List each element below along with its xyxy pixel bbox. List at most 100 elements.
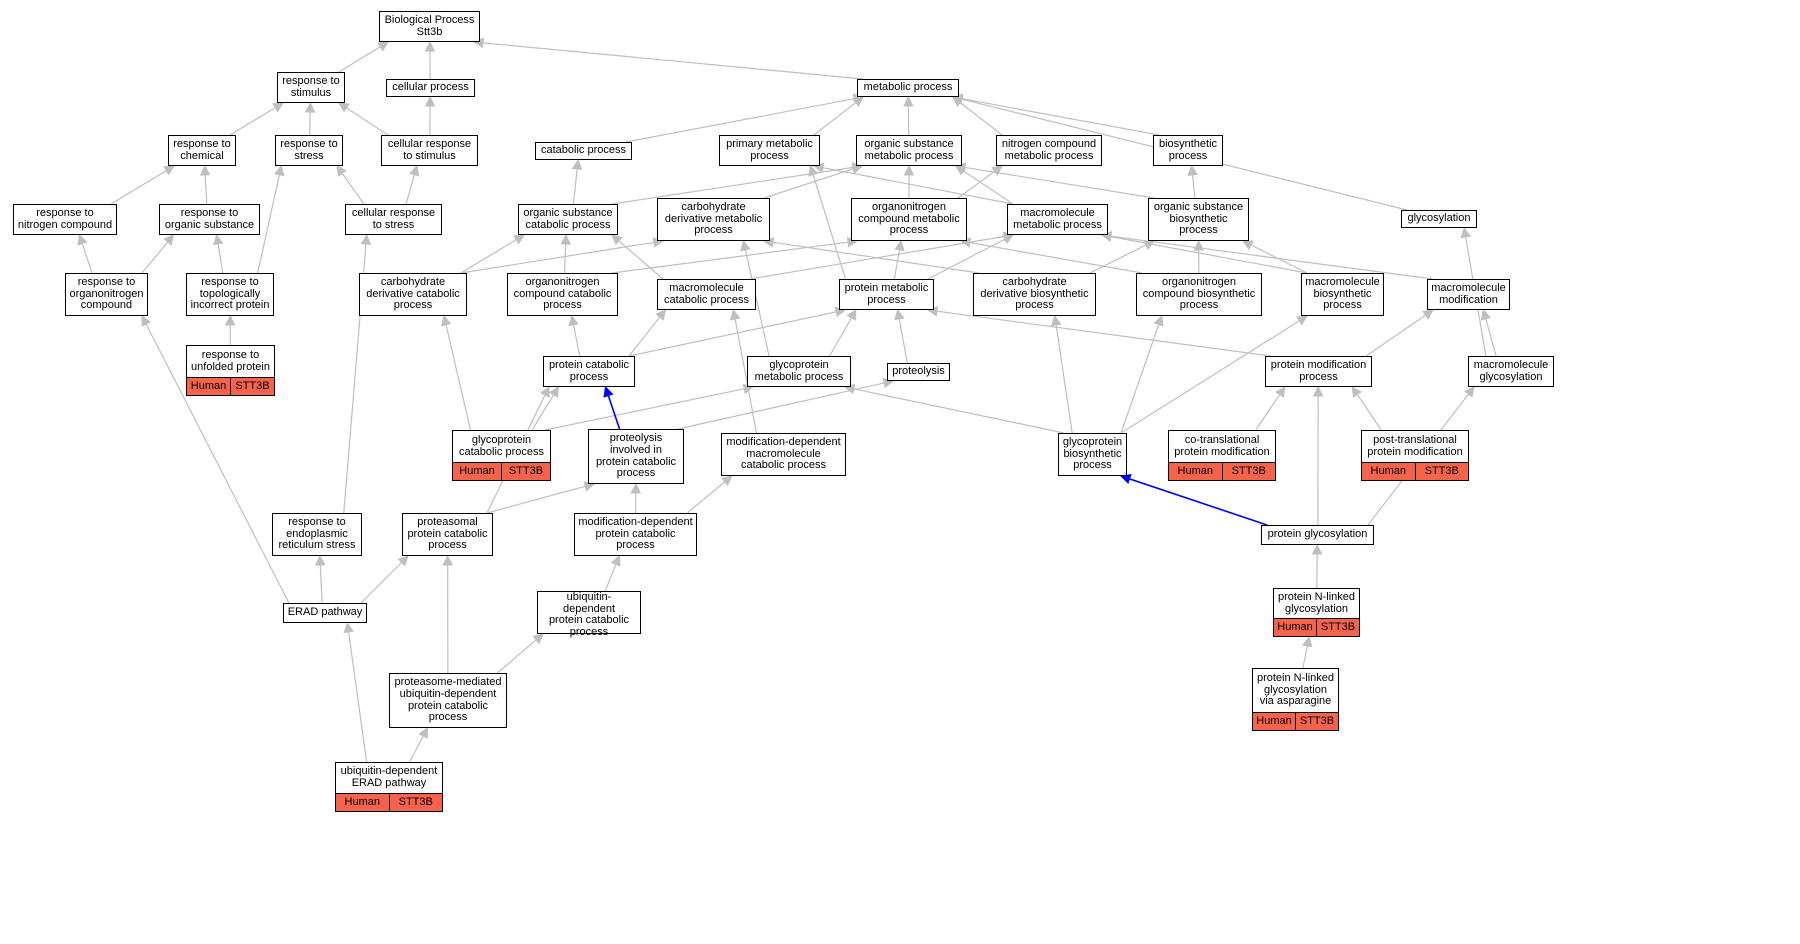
is-a-arrowhead-moddepprotcat-to-moddepmacrocat [721, 475, 733, 487]
node-label: macromolecule catabolic process [664, 281, 749, 306]
node-proteolysisinv[interactable]: proteolysis involved in protein cataboli… [588, 429, 684, 484]
node-rstim[interactable]: response to stimulus [277, 72, 345, 103]
is-a-arrowhead-cellrstress-to-rstress [336, 165, 347, 177]
is-a-edge-rorgsub-to-rchem [204, 174, 208, 205]
node-rstress[interactable]: response to stress [275, 135, 343, 166]
node-rchem[interactable]: response to chemical [168, 135, 236, 166]
node-macroglyc[interactable]: macromolecule glycosylation [1468, 356, 1554, 387]
node-label: proteolysis [892, 365, 945, 378]
node-orgnitrobiosyn[interactable]: organonitrogen compound biosynthetic pro… [1136, 273, 1262, 316]
is-a-arrowhead-ubiqerad-to-proteasomemed [418, 727, 428, 739]
is-a-arrowhead-erad-to-proteasomal [397, 555, 409, 567]
is-a-arrowhead-erad-to-rorgnitro [141, 315, 152, 327]
node-rorgnitro[interactable]: response to organonitrogen compound [65, 273, 148, 316]
is-a-edge-orgsubbiosyn-to-orgsubmet [964, 166, 1155, 199]
is-a-arrowhead-moddepmacrocat-to-macrocat [729, 308, 741, 321]
node-glycoprotmet[interactable]: glycoprotein metabolic process [747, 356, 851, 387]
node-moddepmacrocat[interactable]: modification-dependent macromolecule cat… [721, 433, 846, 476]
node-biosyn[interactable]: biosynthetic process [1153, 135, 1223, 166]
is-a-edge-rtopo-to-rstress [257, 174, 280, 274]
node-label: organic substance metabolic process [864, 137, 954, 162]
node-nlinkedasn[interactable]: protein N-linked glycosylation via aspar… [1252, 668, 1339, 731]
node-orgnitromet[interactable]: organonitrogen compound metabolic proces… [851, 198, 967, 241]
node-macromet[interactable]: macromolecule metabolic process [1007, 204, 1108, 235]
node-metab[interactable]: metabolic process [857, 79, 959, 97]
node-glycosylation[interactable]: glycosylation [1401, 210, 1477, 228]
node-macromod[interactable]: macromolecule modification [1427, 279, 1510, 310]
node-macrocat[interactable]: macromolecule catabolic process [657, 279, 756, 310]
node-cellproc[interactable]: cellular process [386, 79, 475, 97]
node-label: Biological Process Stt3b [384, 13, 475, 38]
is-a-edge-carbderivcat-to-carbderivmet [460, 241, 655, 274]
is-a-arrowhead-orgsubcat-to-catab [571, 158, 583, 171]
is-a-edge-macromod-to-macromet [1110, 235, 1434, 280]
node-carbderivcat[interactable]: carbohydrate derivative catabolic proces… [359, 273, 467, 316]
node-label: carbohydrate derivative metabolic proces… [664, 201, 763, 237]
node-label: carbohydrate derivative biosynthetic pro… [980, 276, 1089, 312]
node-rtopo[interactable]: response to topologically incorrect prot… [186, 273, 274, 316]
is-a-edge-orgsubbiosyn-to-biosyn [1191, 174, 1196, 199]
is-a-arrowhead-glycoprotbiosyn-to-macrobiosyn [1296, 315, 1308, 326]
node-protmet[interactable]: protein metabolic process [839, 279, 934, 310]
is-a-arrowhead-macroglyc-to-macromod [1480, 308, 1492, 321]
node-nitromet[interactable]: nitrogen compound metabolic process [996, 135, 1102, 166]
node-catab[interactable]: catabolic process [535, 142, 632, 160]
is-a-arrowhead-protmet-to-primmet [808, 164, 819, 177]
is-a-arrowhead-macrocat-to-orgsubcat [611, 234, 623, 246]
node-bp[interactable]: Biological Process Stt3b [379, 11, 480, 42]
is-a-edge-cotrans-to-protmod [1255, 394, 1281, 431]
node-label: carbohydrate derivative catabolic proces… [366, 276, 460, 312]
node-glycoprotbiosyn[interactable]: glycoprotein biosynthetic process [1058, 433, 1127, 476]
node-rnitro[interactable]: response to nitrogen compound [13, 204, 117, 235]
is-a-arrowhead-glycoprotbiosyn-to-carbderivbiosyn [1050, 314, 1062, 327]
node-orgsubcat[interactable]: organic substance catabolic process [518, 204, 618, 235]
node-cellrstim[interactable]: cellular response to stimulus [381, 135, 478, 166]
node-orgsubbiosyn[interactable]: organic substance biosynthetic process [1148, 198, 1249, 241]
node-cellrstress[interactable]: cellular response to stress [345, 204, 442, 235]
is-a-edge-orgnitrocat-to-orgsubcat [563, 243, 567, 274]
node-label: macromolecule modification [1431, 281, 1506, 306]
node-erad[interactable]: ERAD pathway [283, 603, 367, 623]
node-protcat[interactable]: protein catabolic process [543, 356, 635, 387]
node-carbderivbiosyn[interactable]: carbohydrate derivative biosynthetic pro… [973, 273, 1096, 316]
node-ubiqdep[interactable]: ubiquitin-dependent protein catabolic pr… [537, 591, 641, 638]
is-a-arrowhead-glycoprotmet-to-carbderivmet [740, 239, 751, 252]
node-protmod[interactable]: protein modification process [1265, 356, 1372, 387]
is-a-edge-cellrstress-to-rstress [341, 172, 365, 205]
node-label: proteasomal protein catabolic process [407, 516, 488, 552]
node-macrobiosyn[interactable]: macromolecule biosynthetic process [1301, 273, 1384, 316]
is-a-edge-orgnitromet-to-nitromet [957, 170, 996, 199]
node-label: protein N-linked glycosylation [1277, 590, 1356, 615]
is-a-edge-protcat-to-macrocat [628, 316, 661, 357]
node-primmet[interactable]: primary metabolic process [719, 135, 820, 166]
node-orgsubmet[interactable]: organic substance metabolic process [856, 135, 962, 166]
node-moddepprotcat[interactable]: modification-dependent protein catabolic… [574, 513, 697, 556]
node-orgnitrocat[interactable]: organonitrogen compound catabolic proces… [507, 273, 618, 316]
node-label: protein metabolic process [844, 281, 929, 306]
is-a-edge-carbderivbiosyn-to-carbderivmet [772, 241, 980, 274]
is-a-arrowhead-carbderivcat-to-orgsubcat [513, 234, 525, 245]
is-a-edge-biosyn-to-metab [961, 98, 1160, 136]
node-label: organic substance catabolic process [523, 206, 613, 231]
node-protglyc[interactable]: protein glycosylation [1261, 525, 1374, 545]
annotation-species: Human [459, 464, 495, 477]
node-label: co-translational protein modification [1174, 433, 1270, 458]
node-proteasomemed[interactable]: proteasome-mediated ubiquitin-dependent … [389, 673, 507, 728]
node-carbderivmet[interactable]: carbohydrate derivative metabolic proces… [657, 198, 770, 241]
node-label: response to organonitrogen compound [69, 276, 144, 312]
node-rer[interactable]: response to endoplasmic reticulum stress [272, 513, 362, 556]
is-a-edge-rchem-to-rstim [229, 107, 276, 136]
node-rorgsub[interactable]: response to organic substance [159, 204, 260, 235]
is-a-arrowhead-proteasomemed-to-ubiqdep [532, 633, 544, 645]
node-proteolysis[interactable]: proteolysis [887, 363, 950, 381]
node-proteasomal[interactable]: proteasomal protein catabolic process [402, 513, 493, 556]
is-a-edge-cellrstress-to-cellrstim [405, 174, 416, 205]
is-a-arrowhead-proteasomemed-to-proteasomal [442, 554, 453, 566]
